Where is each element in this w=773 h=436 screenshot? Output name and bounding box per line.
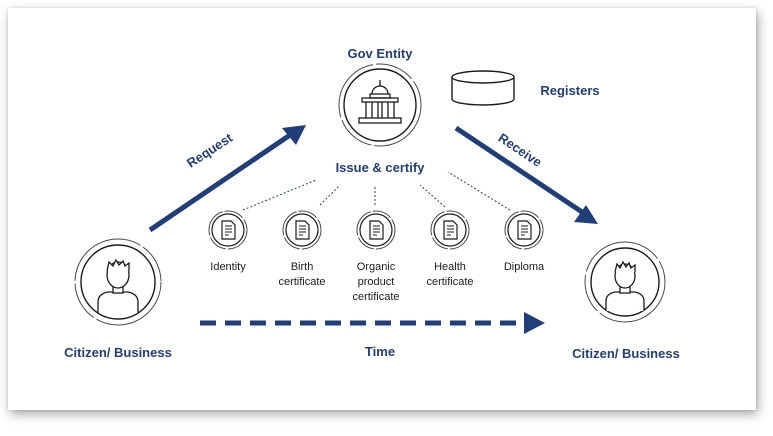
citizen-left-node: [74, 238, 162, 326]
gov-entity-node: [338, 63, 422, 147]
receive-arrow: [454, 125, 598, 224]
database-cylinder-icon: [451, 70, 515, 106]
document-icon: [430, 210, 470, 250]
document-icon: [356, 210, 396, 250]
document-label-organic-product-certificate: Organic product certificate: [352, 261, 400, 303]
user-avatar-icon: [605, 260, 645, 311]
issue-certify-label: Issue & certify: [335, 160, 425, 175]
gov-entity-title: Gov Entity: [347, 46, 413, 61]
document-label-diploma: Diploma: [503, 261, 545, 273]
time-label: Time: [364, 344, 396, 359]
document-icon: [282, 210, 322, 250]
document-nodes: [208, 210, 544, 250]
document-icon: [208, 210, 248, 250]
citizen-left-label: Citizen/ Business: [64, 345, 172, 360]
citizen-right-label: Citizen/ Business: [572, 346, 680, 361]
registers-label: Registers: [540, 83, 600, 98]
connector-lines: [242, 171, 511, 211]
document-label-birth-certificate: Birth certificate: [278, 261, 326, 288]
user-avatar-icon: [97, 258, 139, 313]
time-arrow: [200, 312, 545, 334]
citizen-right-node: [584, 241, 666, 323]
document-label-health-certificate: Health certificate: [426, 261, 474, 288]
document-icon: [504, 210, 544, 250]
government-building-icon: [358, 80, 402, 124]
request-arrow: [148, 125, 306, 233]
document-label-identity: Identity: [210, 261, 246, 273]
